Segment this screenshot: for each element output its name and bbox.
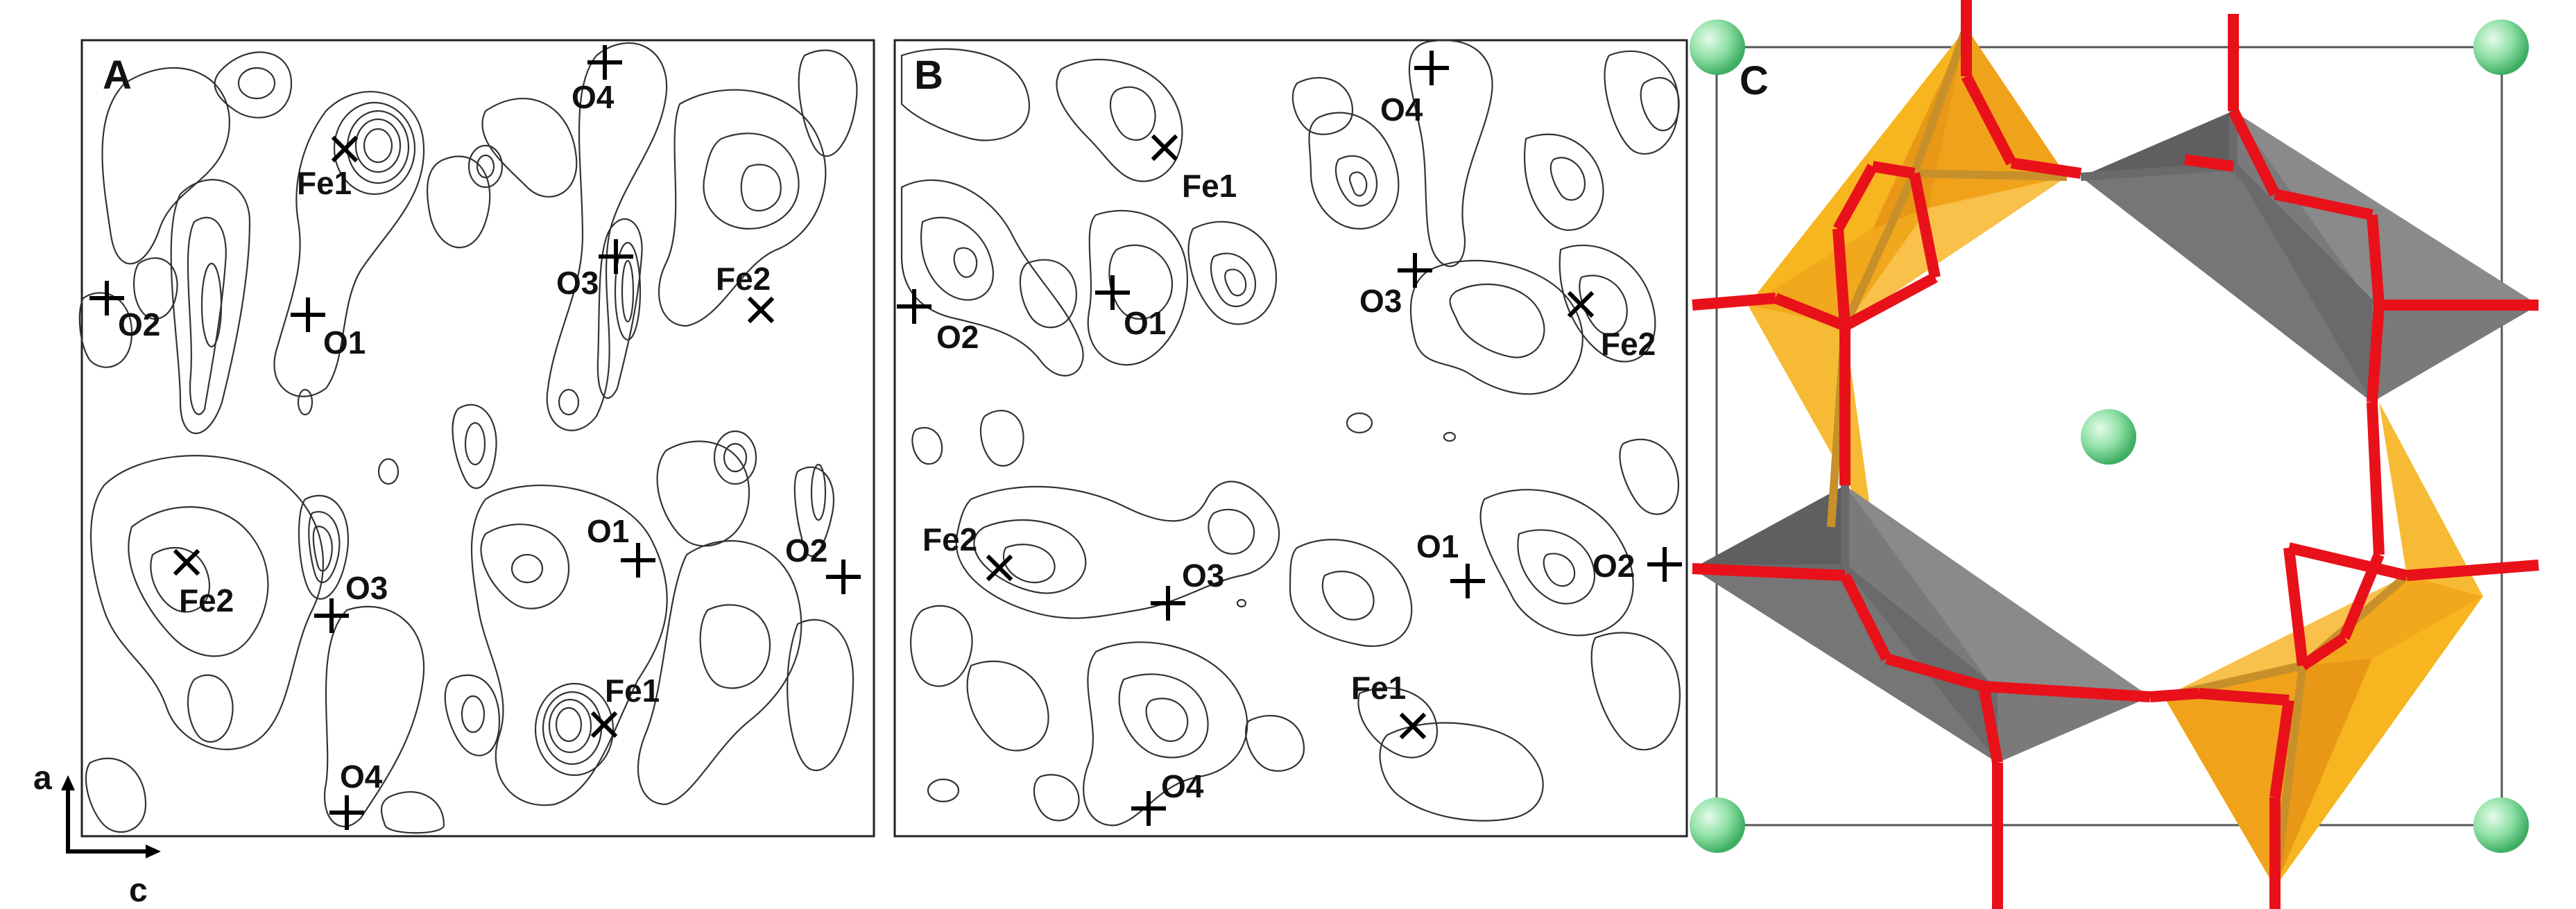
site-label: O1: [323, 324, 366, 361]
panel-a-contours: [78, 42, 858, 834]
cation-sphere: [2081, 409, 2136, 465]
site-marker-cross: [1399, 712, 1427, 740]
site-marker-plus: [1131, 791, 1166, 826]
site-marker-cross: [590, 711, 618, 738]
cation-sphere: [1690, 19, 1745, 75]
site-marker-plus: [291, 297, 325, 332]
site-label: Fe2: [1601, 326, 1656, 362]
site-marker-plus: [1095, 275, 1130, 310]
gold-tetrahedron-top-left: [1748, 28, 2067, 527]
panel-c-structure: C: [1690, 0, 2539, 909]
site-label: O4: [572, 79, 615, 115]
site-label: O4: [340, 759, 383, 795]
cation-sphere: [2473, 797, 2529, 853]
axis-indicator: a c: [33, 760, 161, 909]
site-marker-plus: [621, 543, 655, 578]
site-marker-plus: [599, 239, 633, 274]
site-label: Fe1: [605, 673, 660, 709]
panel-a-site-markers: Fe1 Fe2 O1 O2 O3 O4 Fe2 O3 O1: [89, 45, 861, 830]
site-marker-plus: [1647, 547, 1682, 582]
site-marker-plus: [314, 598, 349, 633]
site-label: O4: [1161, 768, 1204, 804]
site-marker-plus: [1450, 564, 1485, 598]
axis-c-label: c: [129, 872, 148, 909]
site-marker-cross: [1567, 291, 1595, 318]
site-marker-plus: [1398, 253, 1432, 288]
bond-network: [1692, 0, 2539, 909]
panel-a-frame: [80, 39, 875, 838]
panel-c-label: C: [1740, 58, 1769, 103]
site-marker-cross: [331, 135, 359, 163]
panel-b-contour-map: B Fe1 O4 O2 O1 O3 Fe2 Fe2 O3: [893, 39, 1688, 838]
site-label: O2: [118, 306, 160, 343]
panel-b-site-markers: Fe1 O4 O2 O1 O3 Fe2 Fe2 O3 O1: [897, 51, 1682, 826]
site-label: O1: [1124, 305, 1166, 341]
site-label: Fe1: [1351, 670, 1406, 706]
site-marker-plus: [89, 281, 124, 315]
site-label: O1: [587, 513, 629, 549]
gray-tetrahedron-top-right: [2081, 111, 2539, 402]
cation-sphere: [1690, 797, 1745, 853]
site-label: Fe2: [922, 521, 977, 557]
panel-b-contours: [900, 40, 1681, 826]
panel-a-contour-map: A Fe1 Fe2 O1 O2 O3 O4 Fe2 O3: [78, 39, 875, 838]
site-label: Fe1: [297, 165, 352, 201]
site-label: Fe1: [1182, 168, 1237, 204]
site-label: O2: [936, 319, 979, 355]
site-label: O1: [1416, 528, 1459, 564]
gray-tetrahedron-bottom-left: [1692, 485, 2150, 763]
site-label: Fe2: [179, 582, 234, 618]
site-marker-plus: [587, 45, 622, 80]
site-label: O2: [785, 533, 827, 569]
panel-b-label: B: [914, 53, 943, 98]
unit-cell-outline: [1715, 46, 2503, 826]
site-marker-plus: [1414, 51, 1449, 85]
site-label: O3: [1182, 557, 1224, 594]
site-label: O3: [556, 265, 599, 301]
site-label: O2: [1592, 548, 1635, 584]
cation-sphere: [2473, 19, 2529, 75]
gold-tetrahedron-bottom-right: [2164, 402, 2483, 888]
site-label: Fe2: [716, 261, 771, 297]
site-marker-cross: [747, 296, 775, 324]
site-marker-cross: [1151, 134, 1178, 162]
site-marker-plus: [826, 560, 861, 594]
axis-c-arrowhead: [146, 845, 161, 858]
site-marker-plus: [897, 289, 931, 324]
axis-a-label: a: [33, 760, 52, 797]
panel-b-frame: [893, 39, 1688, 838]
site-label: O4: [1380, 92, 1423, 128]
site-marker-cross: [986, 554, 1013, 582]
site-marker-plus: [1151, 586, 1185, 621]
axis-a-arrowhead: [61, 775, 75, 790]
site-marker-cross: [173, 548, 200, 576]
site-marker-plus: [329, 795, 364, 830]
site-label: O3: [1359, 283, 1402, 319]
panel-a-label: A: [103, 53, 132, 98]
site-label: O3: [345, 570, 388, 606]
